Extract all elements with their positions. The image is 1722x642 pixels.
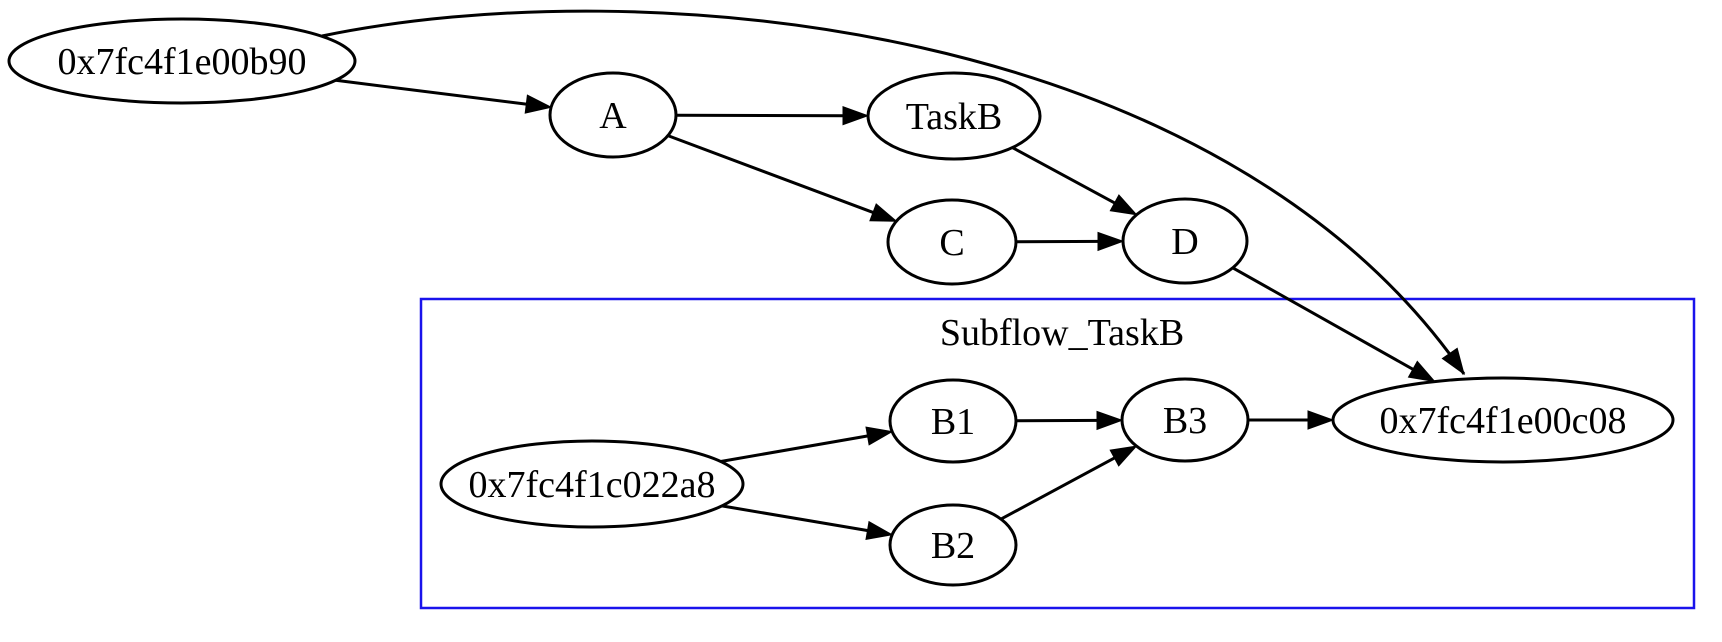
edge-B2-B3	[1001, 446, 1137, 519]
arrowhead-icon	[870, 204, 897, 221]
edge-C-D	[1016, 232, 1123, 250]
edge-D-c08	[1233, 268, 1435, 382]
node-B1: B1	[890, 380, 1016, 462]
node-TaskB: TaskB	[868, 73, 1040, 159]
edge-a28-B1	[721, 427, 892, 461]
arrowhead-icon	[525, 95, 551, 113]
node-label-c08: 0x7fc4f1e00c08	[1380, 400, 1627, 442]
edge-line-b90-c08	[322, 11, 1464, 374]
node-c08: 0x7fc4f1e00c08	[1333, 378, 1673, 462]
node-b90: 0x7fc4f1e00b90	[9, 19, 355, 103]
node-a28: 0x7fc4f1c022a8	[441, 441, 743, 527]
edge-A-C	[668, 136, 897, 222]
arrowhead-icon	[866, 427, 892, 445]
node-label-B2: B2	[931, 525, 975, 567]
node-label-b90: 0x7fc4f1e00b90	[57, 41, 306, 83]
edge-b90-A	[336, 80, 551, 113]
edge-B3-c08	[1248, 411, 1333, 429]
node-label-A: A	[599, 95, 627, 137]
edge-A-TaskB	[676, 107, 868, 125]
arrowhead-icon	[1097, 411, 1122, 429]
node-label-TaskB: TaskB	[906, 96, 1003, 138]
arrowhead-icon	[843, 107, 868, 125]
arrowhead-icon	[1308, 411, 1333, 429]
edge-b90-c08	[322, 11, 1464, 374]
arrowhead-icon	[1442, 348, 1464, 374]
node-label-B1: B1	[931, 401, 975, 443]
edge-line-a28-B2	[722, 506, 873, 532]
arrowhead-icon	[1409, 361, 1435, 381]
edge-line-a28-B1	[721, 435, 873, 461]
arrowhead-icon	[866, 522, 892, 540]
node-label-a28: 0x7fc4f1c022a8	[469, 464, 716, 506]
arrowhead-icon	[1110, 195, 1136, 215]
node-label-D: D	[1171, 221, 1198, 263]
edge-line-A-TaskB	[676, 115, 848, 116]
node-label-C: C	[939, 222, 964, 264]
node-B2: B2	[890, 505, 1016, 585]
node-label-B3: B3	[1163, 400, 1207, 442]
edge-line-TaskB-D	[1012, 148, 1119, 206]
node-C: C	[888, 200, 1016, 284]
edge-B1-B3	[1016, 411, 1122, 429]
node-B3: B3	[1122, 379, 1248, 461]
edge-a28-B2	[722, 506, 892, 540]
node-D: D	[1123, 199, 1247, 283]
edge-line-A-C	[668, 136, 878, 215]
edge-TaskB-D	[1012, 148, 1136, 215]
subflow-cluster-label: Subflow_TaskB	[940, 312, 1184, 354]
arrowhead-icon	[1110, 446, 1136, 466]
arrowhead-icon	[1098, 232, 1123, 250]
node-A: A	[550, 73, 676, 157]
edge-line-b90-A	[336, 80, 532, 105]
edge-line-B2-B3	[1001, 456, 1119, 519]
